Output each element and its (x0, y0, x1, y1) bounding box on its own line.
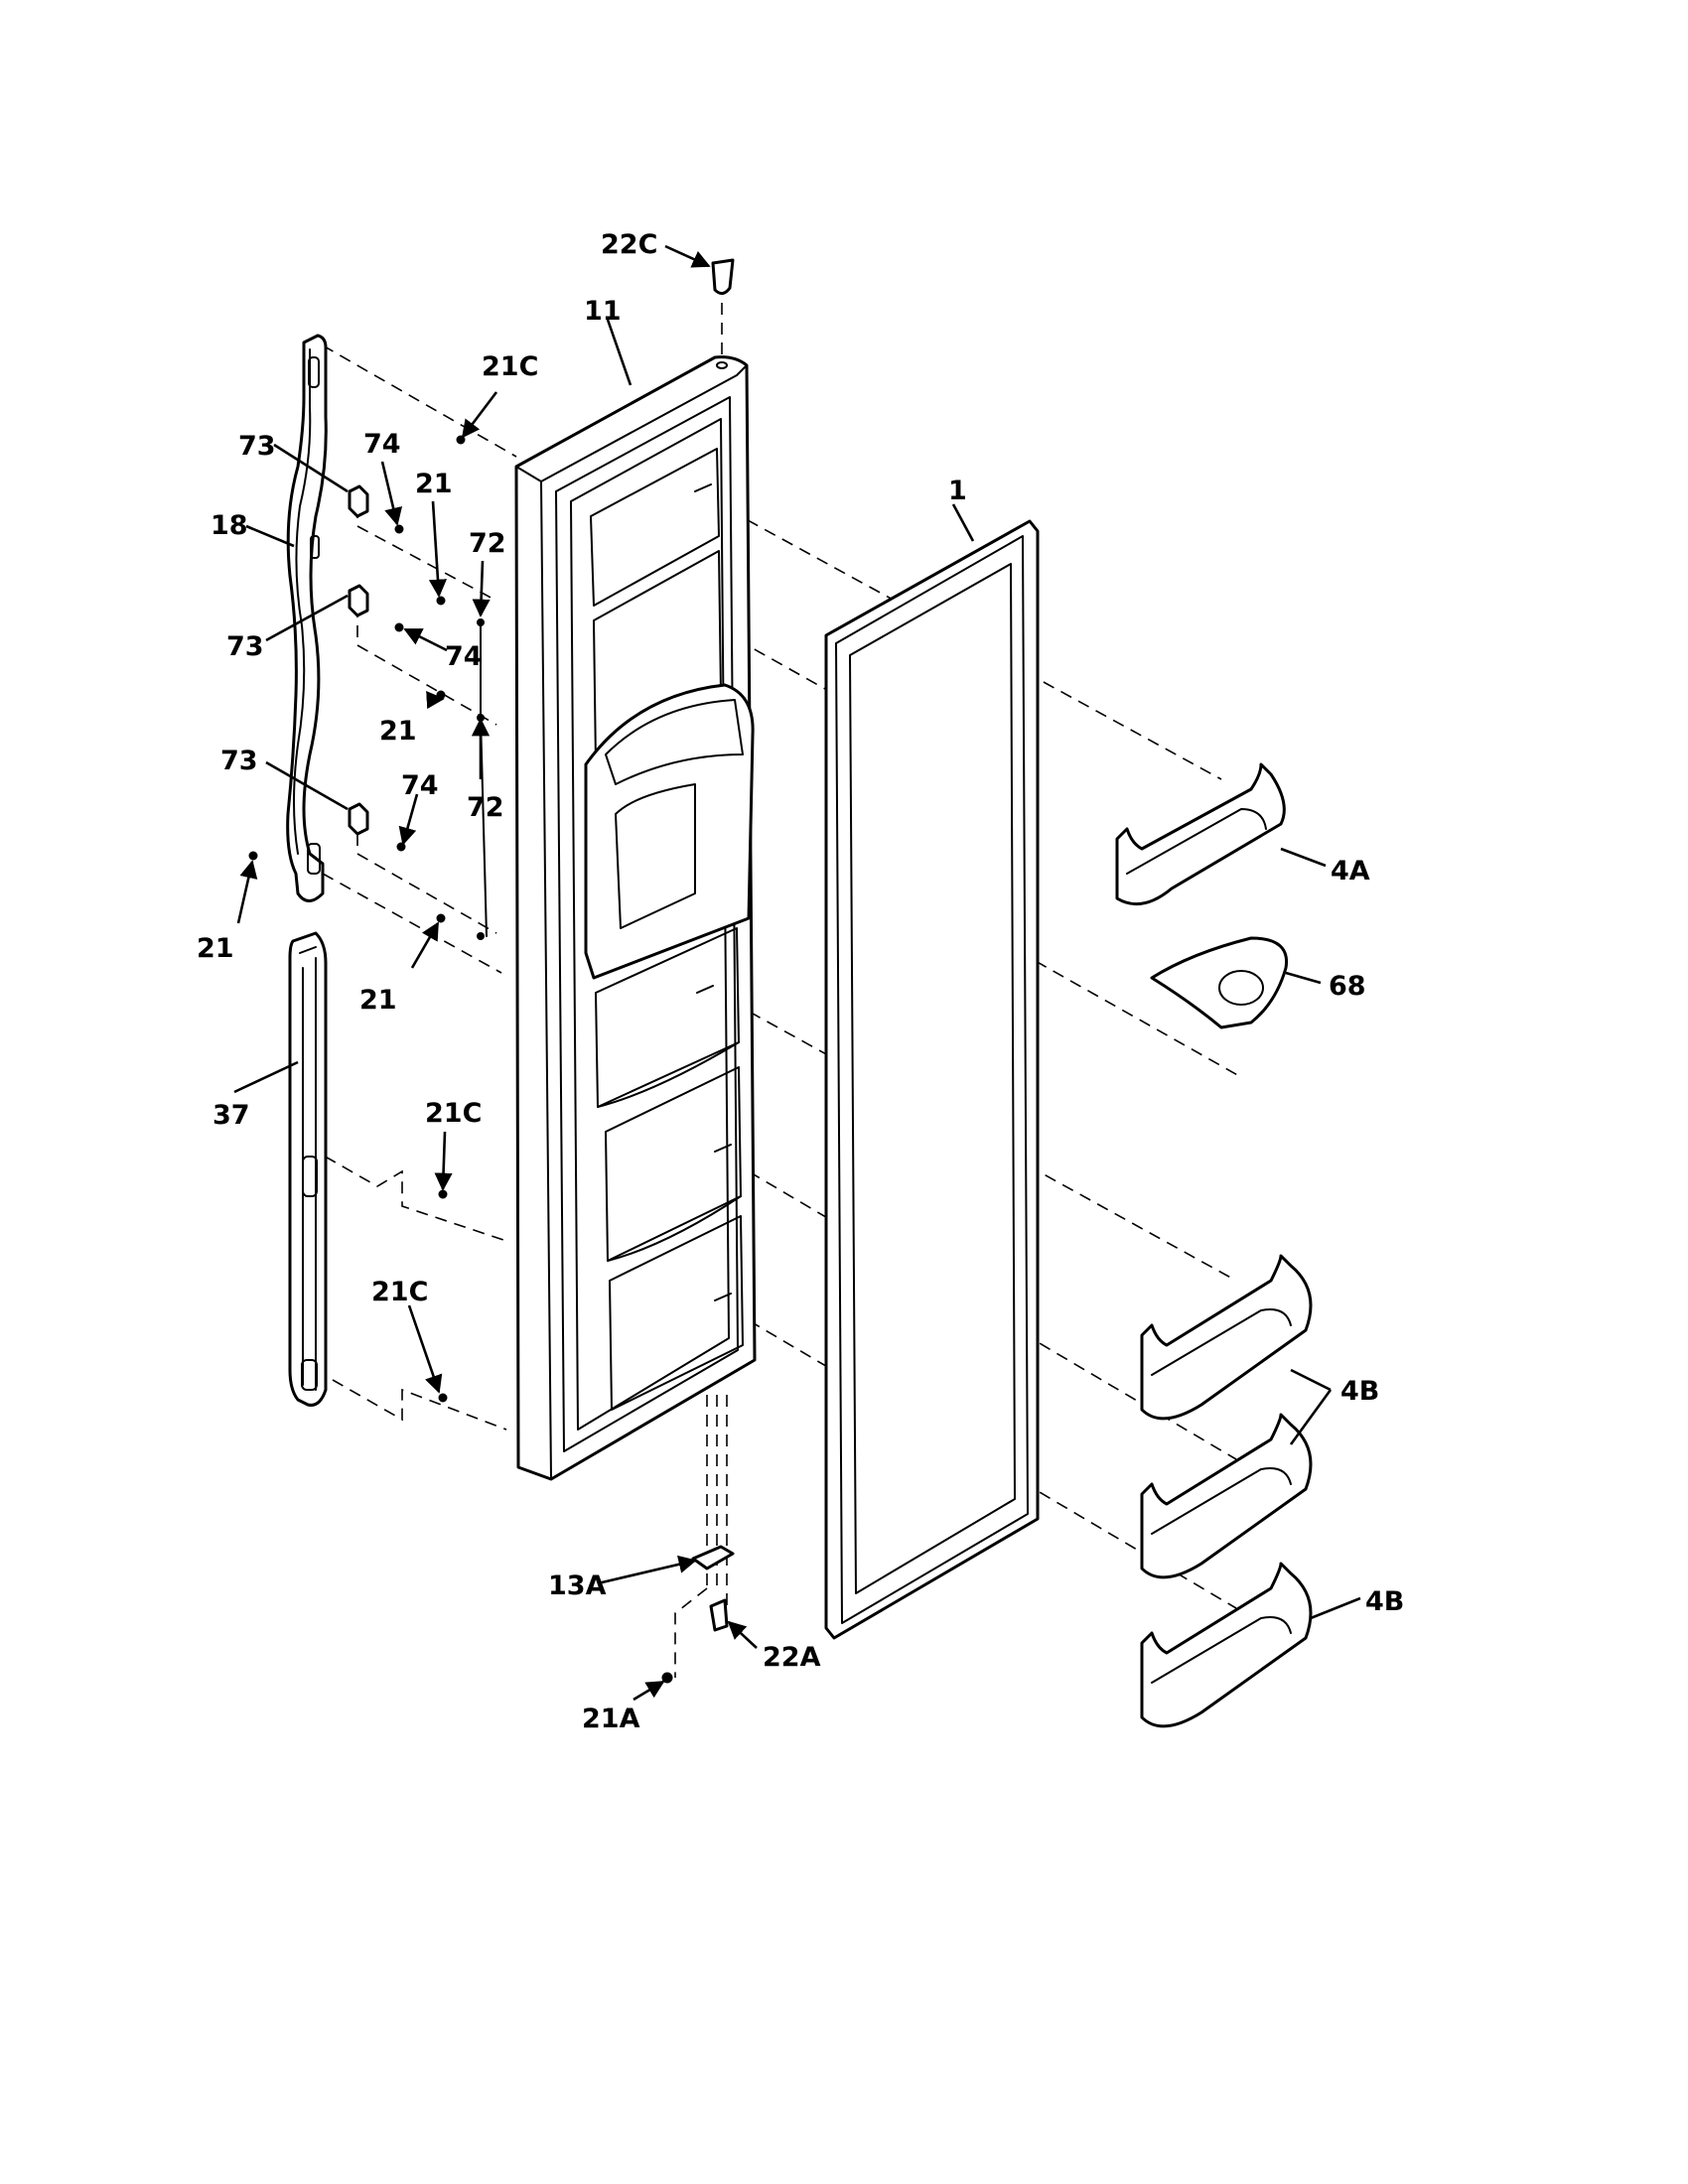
callout-13A: 13A (548, 1570, 607, 1601)
callout-21A: 21A (582, 1704, 640, 1734)
callout-73-top: 73 (238, 431, 276, 462)
bin-4b-3 (1140, 1562, 1313, 1728)
callout-21C-mid: 21C (425, 1098, 482, 1129)
callout-1: 1 (948, 476, 967, 506)
callout-37: 37 (212, 1100, 250, 1131)
callout-11: 11 (584, 296, 622, 327)
callout-73-bottom: 73 (220, 746, 258, 776)
handle-hardware (248, 435, 488, 1403)
callout-74-bottom: 74 (401, 770, 439, 801)
callout-21C-top: 21C (482, 351, 538, 382)
callout-22A: 22A (763, 1642, 821, 1673)
callout-labels: 22C 11 21C 73 74 21 72 18 73 74 21 72 73… (197, 229, 1404, 1734)
bin-4a (1115, 762, 1286, 906)
bin-4b-1 (1140, 1254, 1313, 1421)
callout-68: 68 (1329, 971, 1366, 1002)
callout-72-top: 72 (469, 528, 506, 559)
callout-72-mid: 72 (467, 792, 504, 823)
leader-lines (233, 244, 1361, 1702)
callout-73-mid: 73 (226, 631, 264, 662)
door-liner (514, 355, 757, 1481)
callout-22C: 22C (601, 229, 657, 260)
callout-74-mid: 74 (445, 641, 483, 672)
callout-4A: 4A (1331, 856, 1370, 887)
callout-21-c: 21 (197, 933, 234, 964)
hinge-parts (661, 258, 735, 1684)
callout-4B-top: 4B (1340, 1376, 1379, 1407)
callout-21-b: 21 (379, 716, 417, 747)
callout-4B-bottom: 4B (1365, 1586, 1404, 1617)
door-gasket (824, 519, 1040, 1640)
callout-74-top: 74 (363, 429, 401, 460)
callout-21C-bottom: 21C (371, 1277, 428, 1307)
callout-21-d: 21 (359, 985, 397, 1016)
callout-21-a: 21 (415, 469, 453, 499)
bin-4b-2 (1140, 1413, 1313, 1579)
callout-18: 18 (211, 510, 248, 541)
alignment-lines (307, 303, 1242, 1678)
handle-bottom (288, 931, 328, 1407)
cup-68 (1150, 936, 1289, 1029)
